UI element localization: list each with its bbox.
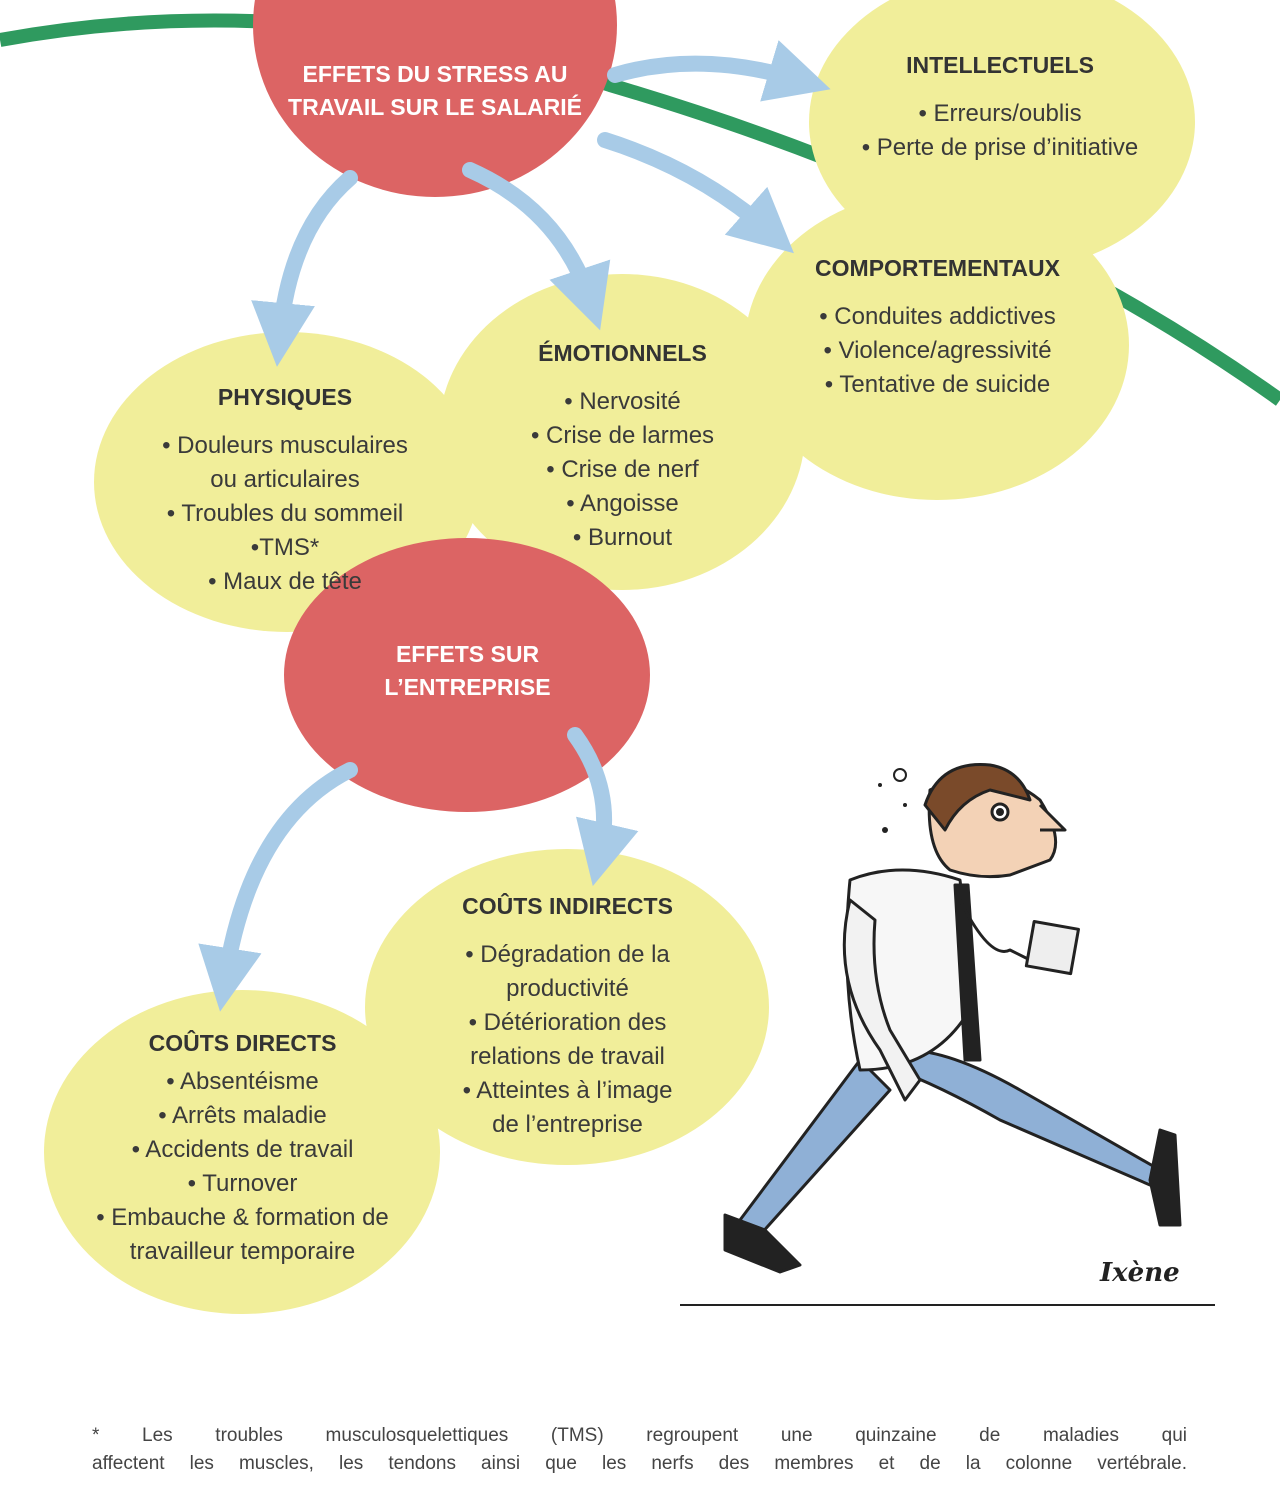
footnote-line1: * Les troubles musculosquelettiques (TMS… xyxy=(92,1425,1187,1446)
stress-title-line1: EFFETS DU STRESS AU xyxy=(302,61,568,87)
intellectuels-title: INTELLECTUELS xyxy=(906,52,1094,78)
list-item: • Douleurs musculaires xyxy=(162,432,408,459)
list-item: • Violence/agressivité xyxy=(823,337,1052,364)
list-item: productivité xyxy=(506,975,629,1002)
list-item: • Perte de prise d’initiative xyxy=(861,134,1139,161)
entreprise-title-line1: EFFETS SUR xyxy=(395,641,540,667)
list-item: • Tentative de suicide xyxy=(824,371,1051,398)
stress-title: EFFETS DU STRESS AU TRAVAIL SUR LE SALAR… xyxy=(255,58,615,124)
couts-indirects-bubble xyxy=(365,849,769,1165)
list-item: • Maux de tête xyxy=(208,568,362,595)
list-item: • Accidents de travail xyxy=(131,1136,354,1163)
list-item: • Turnover xyxy=(187,1170,298,1197)
list-item: de l’entreprise xyxy=(492,1111,643,1138)
couts-directs-block: COÛTS DIRECTS • Absentéisme • Arrêts mal… xyxy=(45,1030,440,1269)
list-item: travailleur temporaire xyxy=(129,1238,356,1265)
artist-signature: Ixène xyxy=(1100,1258,1180,1288)
emotionnels-block: ÉMOTIONNELS • Nervosité • Crise de larme… xyxy=(440,340,805,555)
couts-directs-title: COÛTS DIRECTS xyxy=(148,1030,337,1056)
couts-directs-bubble xyxy=(44,990,440,1314)
list-item: • Conduites addictives xyxy=(819,303,1056,330)
entreprise-title: EFFETS SUR L’ENTREPRISE xyxy=(285,638,650,704)
arrow-to-couts-indirects xyxy=(567,727,639,887)
physiques-block: PHYSIQUES • Douleurs musculaires ou arti… xyxy=(100,384,470,599)
list-item: •TMS* xyxy=(250,534,320,561)
stressed-man-illustration xyxy=(680,763,1215,1306)
entreprise-title-line2: L’ENTREPRISE xyxy=(384,674,551,700)
arrow-to-emotionnels xyxy=(462,162,611,331)
list-item: • Atteintes à l’image xyxy=(462,1077,673,1104)
list-item: • Arrêts maladie xyxy=(158,1102,327,1129)
arrow-to-physiques xyxy=(251,170,358,367)
list-item: • Dégradation de la xyxy=(465,941,670,968)
list-item: • Absentéisme xyxy=(166,1068,319,1095)
list-item: • Angoisse xyxy=(566,490,679,517)
list-item: • Détérioration des xyxy=(468,1009,667,1036)
list-item: • Erreurs/oublis xyxy=(918,100,1082,127)
list-item: • Crise de larmes xyxy=(530,422,715,449)
arrow-to-couts-directs xyxy=(198,762,358,1012)
arrow-to-intellectuels xyxy=(607,40,831,102)
emotionnels-title: ÉMOTIONNELS xyxy=(538,340,707,366)
footnote-line2: affectent les muscles, les tendons ainsi… xyxy=(92,1453,1187,1474)
comportementaux-title: COMPORTEMENTAUX xyxy=(815,255,1060,281)
list-item: • Nervosité xyxy=(564,388,681,415)
list-item: ou articulaires xyxy=(210,466,360,493)
arrow-to-comportementaux xyxy=(597,132,794,254)
intellectuels-block: INTELLECTUELS • Erreurs/oublis • Perte d… xyxy=(810,52,1190,165)
list-item: • Burnout xyxy=(572,524,673,551)
comportementaux-block: COMPORTEMENTAUX • Conduites addictives •… xyxy=(745,255,1130,402)
list-item: • Embauche & formation de xyxy=(96,1204,389,1231)
stress-title-line2: TRAVAIL SUR LE SALARIÉ xyxy=(288,94,582,120)
list-item: • Troubles du sommeil xyxy=(166,500,404,527)
couts-indirects-block: COÛTS INDIRECTS • Dégradation de la prod… xyxy=(365,893,770,1142)
list-item: • Crise de nerf xyxy=(546,456,699,483)
physiques-title: PHYSIQUES xyxy=(217,384,353,410)
entreprise-bubble xyxy=(284,538,650,812)
emotionnels-bubble xyxy=(439,274,805,590)
comportementaux-bubble xyxy=(745,190,1129,500)
stress-bubble xyxy=(253,0,617,197)
footnote: * Les troubles musculosquelettiques (TMS… xyxy=(92,1422,1187,1478)
list-item: relations de travail xyxy=(470,1043,665,1070)
couts-indirects-title: COÛTS INDIRECTS xyxy=(462,893,673,919)
